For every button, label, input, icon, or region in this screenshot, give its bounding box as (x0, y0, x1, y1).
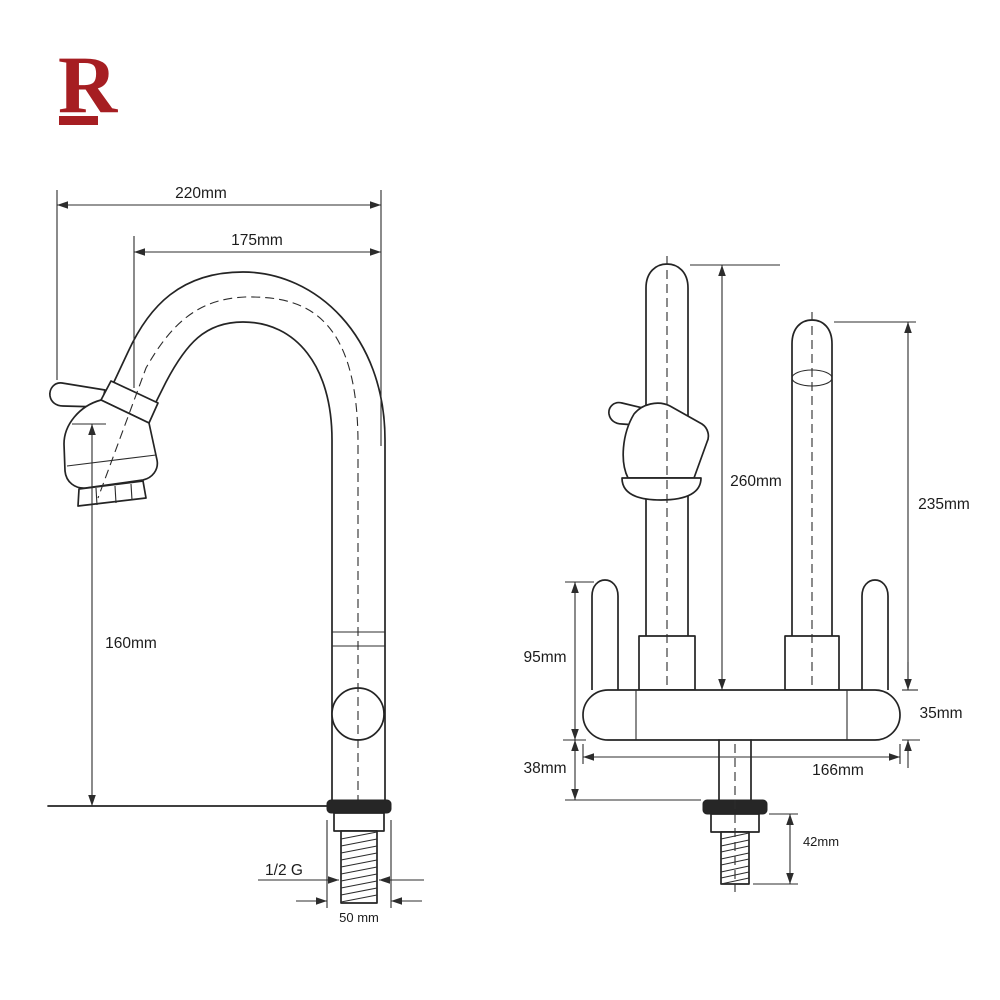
dim-base-length: 166mm (582, 744, 901, 779)
dim-label-under-deck-gap: 38mm (523, 760, 566, 777)
dim-stud-height: 95mm (523, 581, 594, 741)
spout-centerline (97, 296, 359, 804)
dim-base-width: 50 mm (296, 820, 422, 925)
sprayer-lever (49, 382, 106, 408)
side-view-dimensions: 220mm 175mm 160mm 1/2 G (56, 185, 424, 925)
dim-label-deck-thickness: 35mm (919, 705, 962, 722)
side-view-faucet (47, 271, 392, 904)
dim-label-spout-reach: 175mm (231, 232, 283, 249)
spout-outer-wall (112, 271, 386, 803)
sprayer-outlet-rib (95, 487, 98, 506)
dim-label-thread-length: 42mm (803, 834, 839, 849)
base-gasket (326, 799, 392, 814)
dim-label-base-length: 166mm (812, 762, 864, 779)
dim-thread-length: 42mm (753, 813, 839, 885)
sprayer-outlet-rib (130, 483, 133, 501)
dim-spout-reach: 175mm (133, 232, 381, 388)
sprayer-outlet (77, 480, 147, 507)
threaded-tail (340, 830, 378, 904)
sprayer-head (63, 399, 159, 489)
front-view-faucet (582, 256, 901, 892)
dim-label-stud-height: 95mm (523, 649, 566, 666)
handle-cone (622, 402, 710, 479)
dim-label-spout-height: 160mm (105, 635, 157, 652)
brand-logo-underline (59, 116, 98, 125)
dim-label-base-width: 50 mm (339, 910, 379, 925)
sprayer-outlet-rib (114, 485, 117, 504)
thread-hatching (340, 831, 378, 903)
mounting-stud-left (591, 579, 619, 690)
dim-label-left-column-height: 260mm (730, 473, 782, 490)
dim-thread-size: 1/2 G (258, 862, 424, 884)
brand-logo-letter: R (58, 39, 118, 130)
handle-base-cup (621, 477, 702, 501)
dim-spout-height: 160mm (72, 423, 157, 806)
spout-inner-wall (155, 321, 333, 803)
dim-deck-thickness: 35mm (902, 662, 963, 768)
dim-right-column-height: 235mm (834, 321, 970, 691)
mounting-nut (333, 812, 385, 832)
dim-label-thread-size: 1/2 G (265, 862, 303, 879)
front-view-dimensions: 260mm 235mm 95mm 38mm (523, 264, 970, 885)
dim-label-right-column-height: 235mm (918, 496, 970, 513)
dim-left-column-height: 260mm (690, 264, 782, 690)
dim-label-overall-width: 220mm (175, 185, 227, 202)
dim-overall-width: 220mm (56, 185, 382, 446)
dim-under-deck-gap: 38mm (523, 740, 701, 801)
brand-logo: R (58, 39, 118, 130)
mounting-stud-right (861, 579, 889, 690)
deck-base-plate (582, 689, 901, 741)
